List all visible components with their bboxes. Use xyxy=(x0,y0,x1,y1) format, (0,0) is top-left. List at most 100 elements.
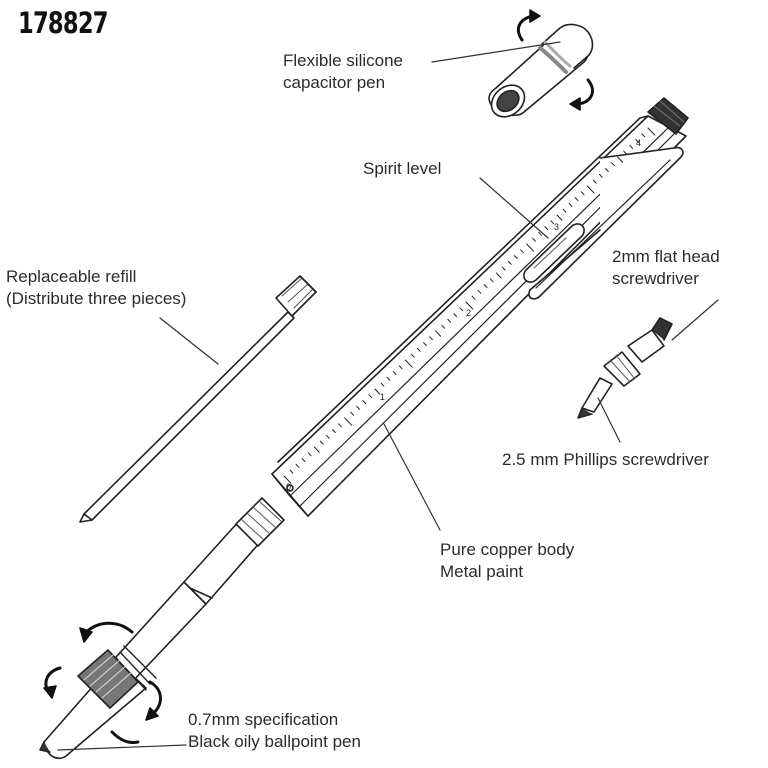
label-capacitor-pen: Flexible silicone capacitor pen xyxy=(283,50,403,94)
ruler-tick xyxy=(447,318,452,323)
label-spirit-level: Spirit level xyxy=(363,158,441,180)
ruler-tick xyxy=(441,324,445,329)
ruler-tick xyxy=(429,336,433,341)
ruler-tick xyxy=(423,342,427,346)
label-capacitor-pen-line2: capacitor pen xyxy=(283,73,386,92)
ruler-tick xyxy=(417,347,421,352)
ruler-tick xyxy=(295,463,300,468)
label-ballpoint-line1: 0.7mm specification xyxy=(188,710,339,729)
ruler-tick xyxy=(641,133,646,138)
label-body-line2: Metal paint xyxy=(440,562,524,581)
ruler-tick xyxy=(435,330,441,337)
ruler-tick xyxy=(592,179,597,184)
replaceable-refill xyxy=(79,275,317,523)
ruler-tick xyxy=(501,266,506,271)
ruler-tick xyxy=(465,301,474,310)
ruler-tick xyxy=(332,429,336,433)
label-refill-line1: Replaceable refill xyxy=(6,267,137,286)
ruler-tick xyxy=(599,173,603,178)
ruler-label-0: 0 xyxy=(286,482,291,492)
ruler-tick xyxy=(568,202,573,207)
ruler-tick xyxy=(556,214,563,221)
ruler-label-4: 4 xyxy=(636,138,641,148)
capacitor-pen-cap xyxy=(488,23,594,118)
ruler-tick xyxy=(483,284,488,288)
label-ballpoint-line2: Black oily ballpoint pen xyxy=(188,732,361,751)
ruler-tick xyxy=(495,272,502,279)
screwdriver-bit xyxy=(577,317,673,419)
pen-body xyxy=(271,97,689,517)
label-flat-head: 2mm flat head screwdriver xyxy=(612,246,720,290)
ruler-tick xyxy=(459,307,464,312)
ruler-tick xyxy=(313,446,320,453)
ruler-label-2: 2 xyxy=(466,308,471,318)
ruler-tick xyxy=(289,469,294,474)
leader-line-refill xyxy=(159,317,219,365)
leader-line-ballpoint xyxy=(57,744,187,751)
label-phillips-text: 2.5 mm Phillips screwdriver xyxy=(502,450,709,469)
ruler-tick xyxy=(356,405,361,410)
ruler-tick xyxy=(338,423,342,428)
ruler-tick xyxy=(471,295,476,300)
label-capacitor-pen-line1: Flexible silicone xyxy=(283,51,403,70)
ruler-label-1: 1 xyxy=(380,392,385,402)
ruler-tick xyxy=(386,376,391,381)
ruler-tick xyxy=(544,226,549,230)
ruler-tick xyxy=(410,353,415,358)
ruler-tick xyxy=(514,255,518,259)
leader-line-capacitor xyxy=(431,41,561,63)
ruler-tick xyxy=(392,371,397,375)
ruler-tick xyxy=(617,156,623,163)
label-refill-line2: (Distribute three pieces) xyxy=(6,289,187,308)
label-flat-head-line2: screwdriver xyxy=(612,269,699,288)
ruler-tick xyxy=(326,434,330,439)
ruler-tick xyxy=(623,150,627,155)
ruler-tick xyxy=(344,417,353,426)
label-ballpoint: 0.7mm specification Black oily ballpoint… xyxy=(188,709,361,753)
ruler-tick xyxy=(362,400,367,404)
product-code: 178827 xyxy=(18,6,109,40)
ruler-tick xyxy=(562,208,567,213)
ruler-scale xyxy=(283,127,656,484)
ruler-tick xyxy=(380,382,385,387)
ruler-tick xyxy=(374,388,381,395)
ruler-tick xyxy=(477,289,482,294)
leader-line-flat-head xyxy=(671,299,719,341)
ballpoint-section xyxy=(39,497,285,760)
ruler-tick xyxy=(647,127,656,136)
ruler-tick xyxy=(453,313,458,317)
ruler-tick xyxy=(319,440,324,445)
ruler-tick xyxy=(489,278,494,283)
label-phillips: 2.5 mm Phillips screwdriver xyxy=(502,449,709,471)
ruler-tick xyxy=(635,139,640,143)
label-spirit-level-text: Spirit level xyxy=(363,159,442,178)
ruler-tick xyxy=(520,249,524,254)
leader-line-spirit-level xyxy=(479,177,549,239)
ruler-label-3: 3 xyxy=(554,222,559,232)
ruler-tick xyxy=(629,144,634,149)
ruler-tick xyxy=(550,220,555,225)
ruler-tick xyxy=(283,475,292,484)
rotate-arrow-icon xyxy=(517,9,594,111)
ruler-tick xyxy=(301,458,306,462)
ruler-tick xyxy=(508,260,512,265)
label-body-line1: Pure copper body xyxy=(440,540,575,559)
ruler-tick xyxy=(538,231,543,236)
ruler-tick xyxy=(611,162,615,167)
label-flat-head-line1: 2mm flat head xyxy=(612,247,720,266)
ruler-tick xyxy=(307,452,312,457)
ruler-tick xyxy=(350,411,354,416)
ruler-tick xyxy=(532,237,536,242)
ruler-tick xyxy=(526,243,535,252)
ruler-tick xyxy=(398,365,403,370)
ruler-tick xyxy=(586,185,595,194)
label-body: Pure copper body Metal paint xyxy=(440,539,574,583)
ruler-tick xyxy=(404,359,413,368)
ruler-tick xyxy=(368,394,373,399)
rotate-arrow-icon xyxy=(43,621,162,744)
label-refill: Replaceable refill (Distribute three pie… xyxy=(6,266,186,310)
leader-line-body xyxy=(383,423,441,531)
ruler-tick xyxy=(605,168,609,172)
leader-line-phillips xyxy=(597,397,621,443)
